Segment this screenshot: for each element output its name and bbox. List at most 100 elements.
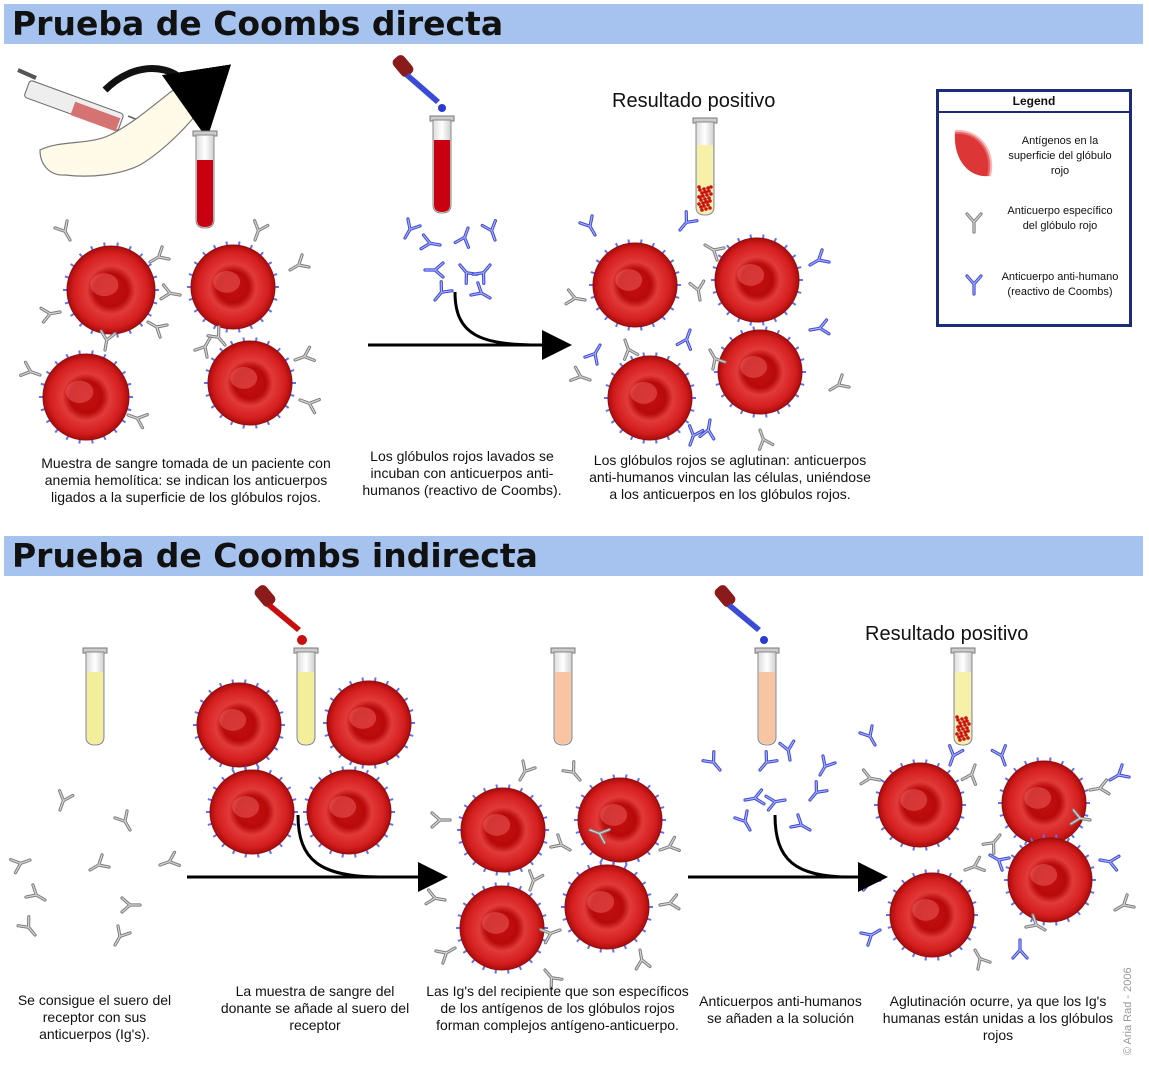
attached-antibody-icon — [1109, 893, 1136, 918]
anti-human-antibody-icon — [698, 417, 719, 441]
syringe-icon — [17, 68, 151, 132]
serum-tube-icon — [82, 647, 108, 746]
blue-dropper-icon — [392, 55, 446, 112]
attached-antibody-icon — [656, 835, 681, 859]
red-cell-antigen-icon — [949, 124, 997, 189]
anti-human-antibody-icon — [733, 809, 758, 836]
anti-human-antibody-icon — [778, 739, 799, 763]
anti-human-antibody-icon — [453, 224, 477, 249]
attached-antibody-icon — [296, 391, 321, 415]
anti-human-antibody-icon — [742, 788, 766, 809]
attached-antibody-icon — [616, 336, 640, 361]
serum-tube-result-icon — [692, 117, 718, 216]
attached-antibody-icon — [512, 759, 537, 786]
anti-human-antibody-icon — [1011, 938, 1029, 960]
indirect-result-label: Resultado positivo — [865, 623, 1029, 645]
attached-antibody-icon — [657, 893, 681, 914]
red-cell — [886, 869, 978, 961]
red-cell — [204, 337, 296, 429]
direct-test-title: Prueba de Coombs directa — [12, 4, 504, 43]
direct-result-label: Resultado positivo — [612, 90, 776, 112]
attached-antibody-icon — [824, 373, 851, 398]
receptor-antibody-icon — [113, 809, 138, 836]
attached-antibody-icon — [981, 828, 1007, 855]
blue-antibody-icon — [961, 270, 987, 303]
anti-human-antibody-icon — [480, 219, 504, 244]
attached-antibody-icon — [751, 426, 775, 451]
direct-test-banner: Prueba de Coombs directa — [4, 4, 1143, 44]
attached-antibody-icon — [159, 283, 183, 304]
attached-antibody-icon — [53, 219, 78, 246]
indirect-caption-5: Aglutinación ocurre, ya que los Ig's hum… — [882, 993, 1114, 1043]
attached-antibody-icon — [859, 768, 883, 789]
red-cell — [206, 766, 298, 858]
red-cell — [998, 757, 1090, 849]
attached-antibody-icon — [19, 360, 44, 384]
indirect-caption-1: Se consigue el suero del receptor con su… — [17, 992, 172, 1042]
legend-box: Legend Antígenos en la superficie del gl… — [936, 89, 1132, 327]
anti-human-antibody-icon — [453, 258, 479, 285]
anti-human-antibody-icon — [701, 750, 727, 777]
receptor-antibody-icon — [156, 850, 181, 874]
attached-antibody-icon — [142, 314, 169, 339]
attached-antibody-icon — [424, 888, 448, 909]
attached-antibody-icon — [961, 855, 986, 879]
serum-tube-result-icon — [950, 647, 976, 746]
anti-human-antibody-icon — [990, 744, 1014, 769]
anti-human-antibody-icon — [984, 847, 1011, 872]
attached-antibody-icon — [246, 219, 270, 244]
anti-human-antibody-icon — [428, 280, 454, 307]
attached-antibody-icon — [124, 406, 149, 430]
anti-human-antibody-icon — [859, 922, 886, 947]
receptor-antibody-icon — [16, 915, 42, 942]
legend-item-1-label: Antígenos en la superficie del glóbulo r… — [1008, 135, 1112, 177]
anti-human-antibody-icon — [812, 754, 837, 781]
indirect-caption-3: Las Ig's del recipiente que son específi… — [426, 983, 689, 1033]
attached-antibody-icon — [688, 279, 709, 303]
indirect-test-banner: Prueba de Coombs indirecta — [4, 536, 1143, 576]
anti-human-antibody-icon — [578, 214, 603, 241]
patient-arm-icon — [39, 74, 213, 177]
copyright-credit: © Aria Rad - 2006 — [1122, 967, 1134, 1055]
red-cell — [63, 242, 159, 338]
anti-human-antibody-icon — [941, 744, 965, 769]
attached-antibody-icon — [549, 833, 576, 858]
anti-human-antibody-icon — [397, 217, 422, 244]
transfer-arrow — [102, 64, 232, 139]
anti-human-antibody-icon — [469, 281, 496, 306]
receptor-antibody-icon — [9, 851, 34, 875]
red-cell — [604, 352, 696, 444]
donor-mix-tube-icon — [550, 647, 576, 746]
red-cell — [711, 234, 803, 326]
direct-caption-2: Los glóbulos rojos lavados se incuban co… — [362, 448, 562, 498]
direct-caption-3: Los glóbulos rojos se aglutinan: anticue… — [589, 452, 871, 502]
red-cell — [193, 679, 285, 771]
legend-item-3-label: Anticuerpo anti-humano (reactivo de Coom… — [1001, 271, 1119, 298]
anti-human-antibody-icon — [1097, 851, 1121, 872]
anti-human-antibody-icon — [583, 339, 608, 366]
red-cell — [714, 326, 806, 418]
attached-antibody-icon — [39, 303, 63, 324]
red-cell — [457, 784, 549, 876]
legend-item-2-label: Anticuerpo específico del glóbulo rojo — [1007, 205, 1113, 232]
red-cell — [574, 774, 666, 866]
receptor-antibody-icon — [51, 789, 75, 814]
indirect-caption-4: Anticuerpos anti-humanos se añaden a la … — [699, 993, 862, 1026]
attached-antibody-icon — [569, 365, 594, 389]
gray-antibody-icon — [961, 208, 987, 241]
indirect-caption-2: La muestra de sangre del donante se añad… — [220, 983, 410, 1033]
attached-antibody-icon — [430, 811, 452, 829]
anti-human-antibody-icon — [804, 248, 831, 273]
blood-tube-icon — [192, 130, 218, 229]
attached-antibody-icon — [291, 345, 316, 369]
red-cell — [1004, 834, 1096, 926]
red-cell — [874, 759, 966, 851]
step-arrow-3 — [688, 814, 888, 892]
receptor-antibody-icon — [24, 883, 51, 908]
anti-human-antibody-icon — [673, 210, 699, 237]
anti-human-antibody-icon — [807, 318, 831, 339]
attached-antibody-icon — [960, 761, 984, 786]
anti-human-antibody-icon — [858, 724, 883, 751]
attached-antibody-icon — [564, 288, 588, 309]
direct-caption-1: Muestra de sangre tomada de un paciente … — [41, 455, 331, 505]
